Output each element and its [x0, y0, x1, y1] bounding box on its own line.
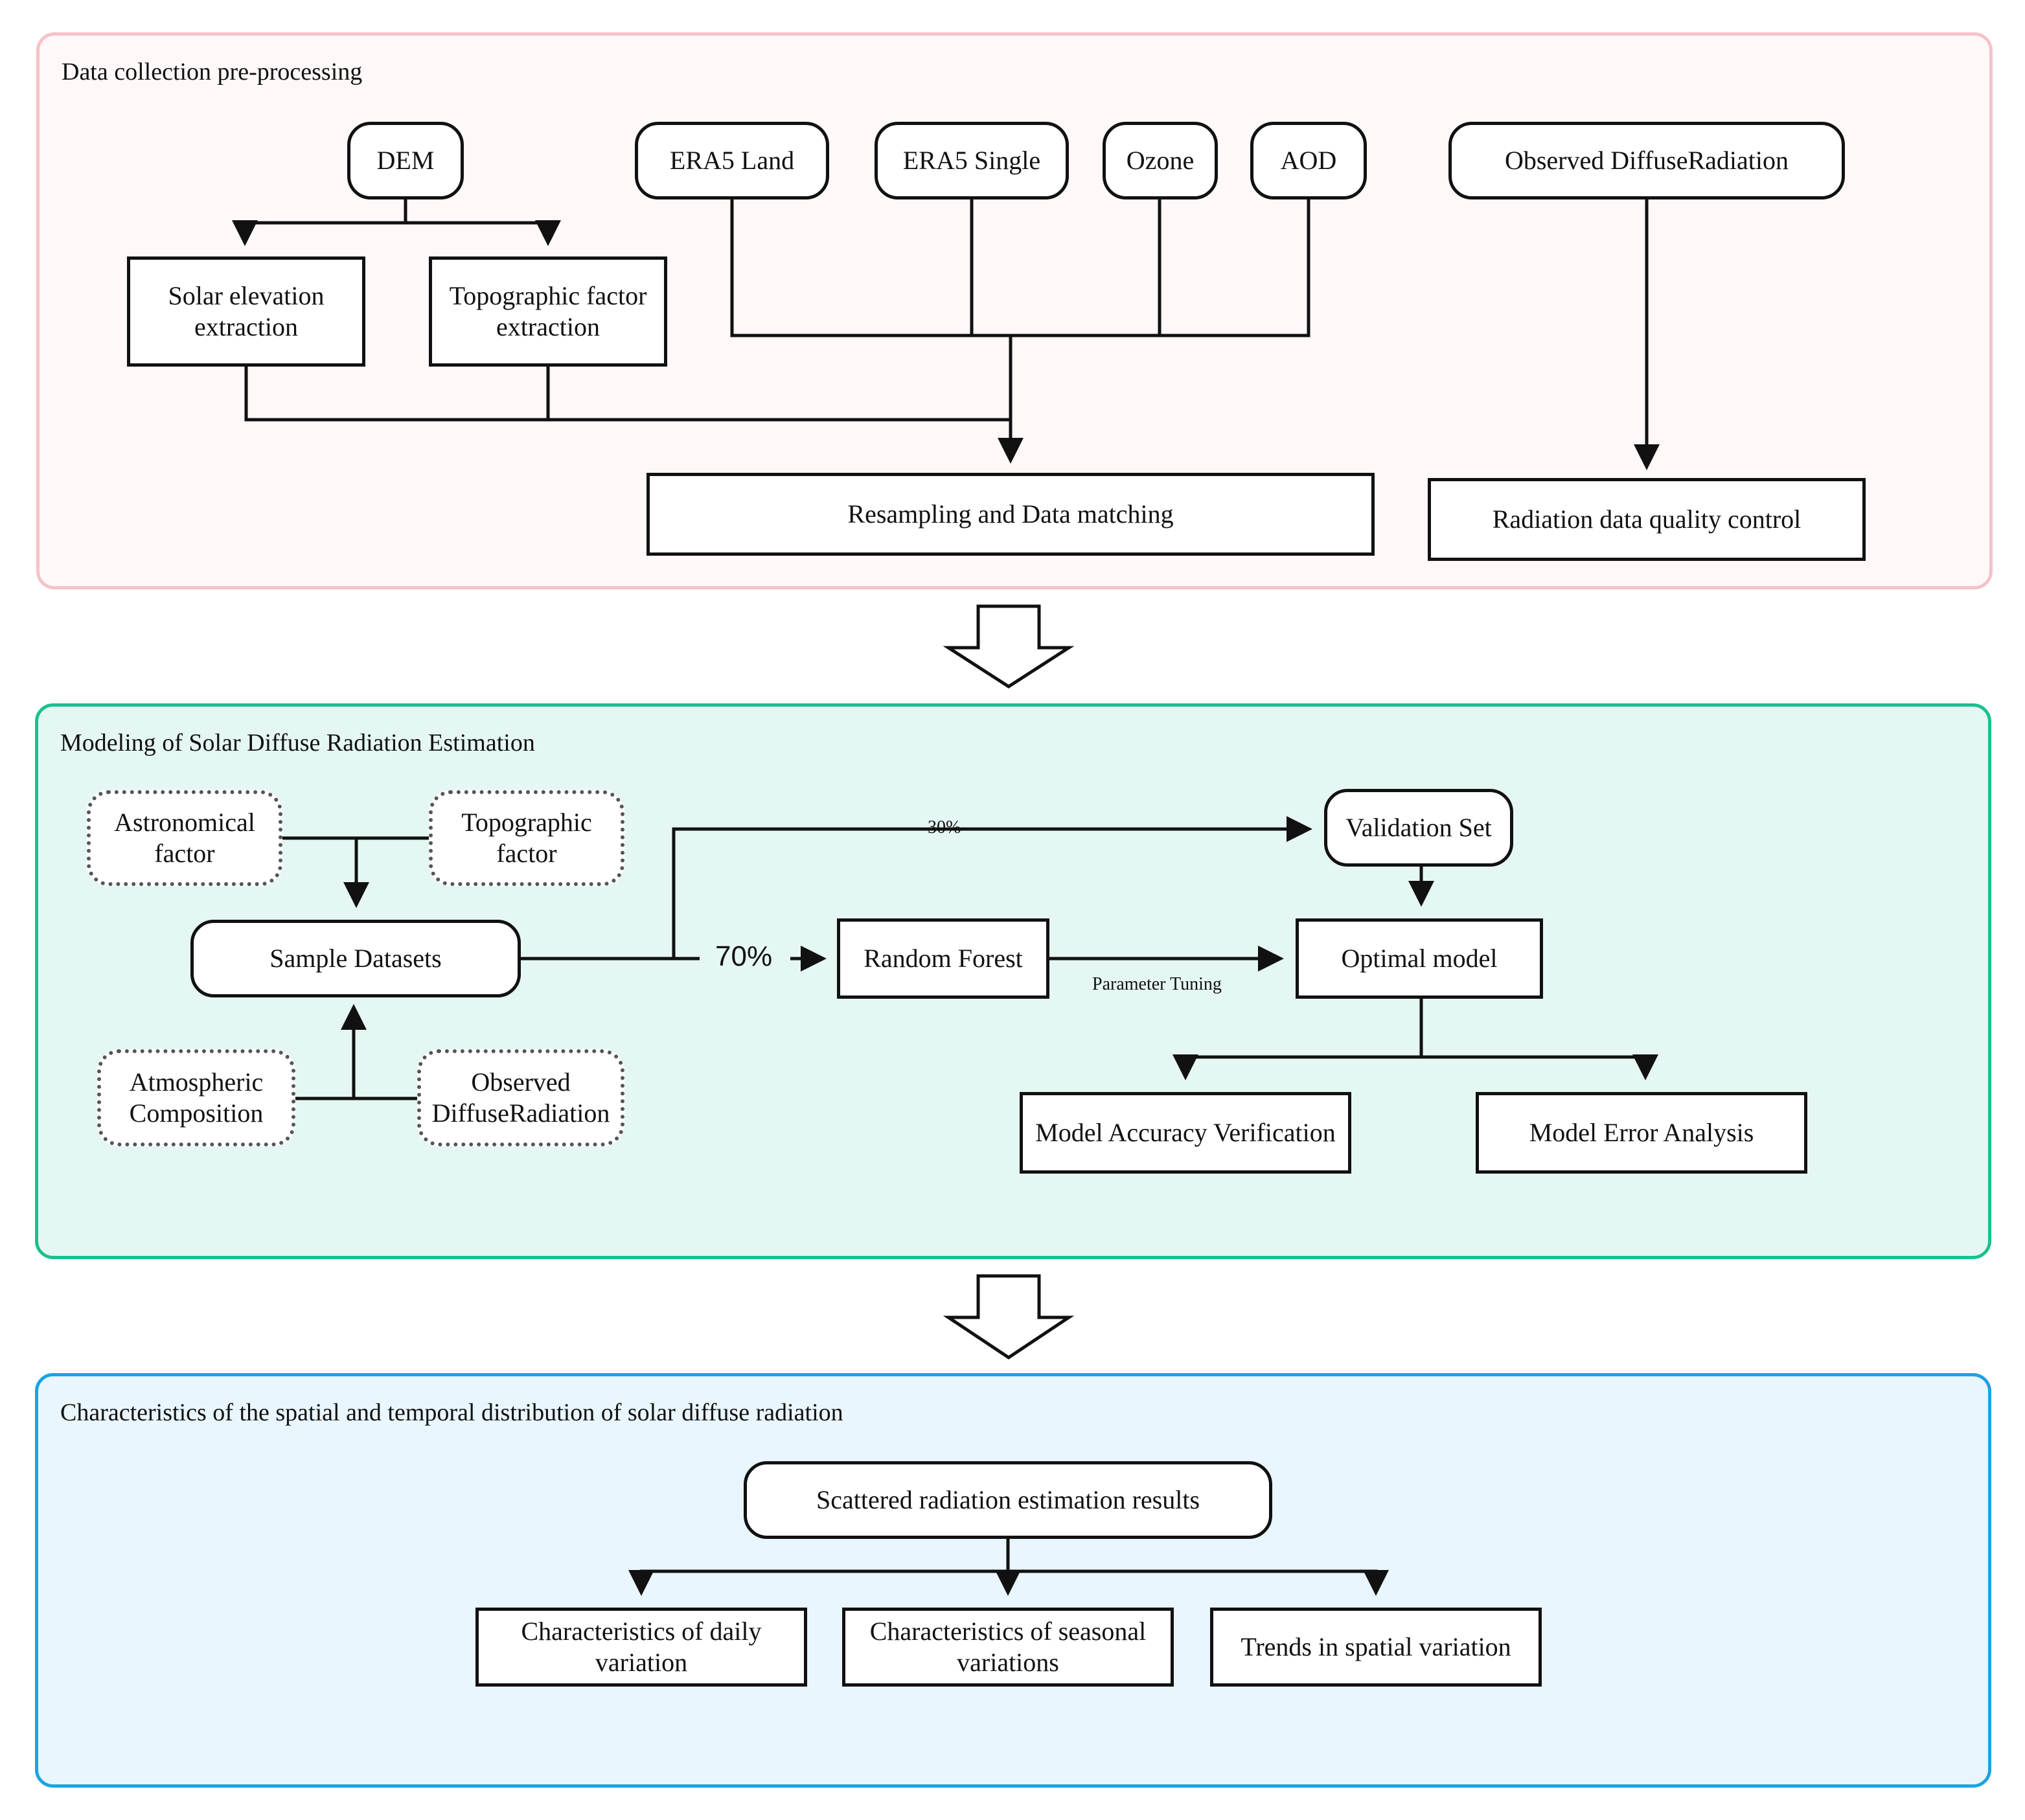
preprocessing-title: Data collection pre-processing [62, 58, 363, 85]
resampling-node: Resampling and Data matching [646, 473, 1375, 556]
era5-single-node: ERA5 Single [875, 122, 1069, 199]
parameter-tuning-label: Parameter Tuning [1092, 974, 1222, 994]
scattered-radiation-results-node: Scattered radiation estimation results [744, 1461, 1272, 1539]
observed-diffuse-radiation-dotted-node: Observed DiffuseRadiation [417, 1049, 624, 1146]
quality-control-node: Radiation data quality control [1428, 478, 1866, 561]
solar-elevation-node: Solar elevation extraction [127, 256, 365, 367]
topographic-factor-node: Topographic factor extraction [429, 256, 667, 367]
optimal-model-node: Optimal model [1296, 918, 1543, 999]
atmospheric-composition-node: Atmospheric Composition [97, 1049, 295, 1146]
daily-variation-node: Characteristics of daily variation [475, 1608, 807, 1687]
modeling-title: Modeling of Solar Diffuse Radiation Esti… [60, 729, 535, 756]
spatial-variation-node: Trends in spatial variation [1210, 1608, 1542, 1687]
seasonal-variation-node: Characteristics of seasonal variations [842, 1608, 1174, 1687]
random-forest-node: Random Forest [837, 918, 1049, 999]
astronomical-factor-node: Astronomical factor [87, 790, 282, 886]
ozone-node: Ozone [1103, 122, 1218, 199]
observed-diffuse-radiation-node: Observed DiffuseRadiation [1448, 122, 1845, 199]
sample-datasets-node: Sample Datasets [190, 920, 521, 997]
validation-set-node: Validation Set [1324, 789, 1513, 867]
model-error-analysis-node: Model Error Analysis [1476, 1092, 1807, 1174]
topographic-factor-dotted-node: Topographic factor [429, 790, 624, 886]
distribution-title: Characteristics of the spatial and tempo… [60, 1399, 843, 1426]
split-30-label: 30% [928, 817, 961, 837]
era5-land-node: ERA5 Land [635, 122, 829, 199]
dem-node: DEM [347, 122, 464, 199]
distribution-panel: Characteristics of the spatial and tempo… [35, 1373, 1991, 1788]
model-accuracy-node: Model Accuracy Verification [1020, 1092, 1351, 1174]
split-70-label: 70% [715, 940, 773, 972]
aod-node: AOD [1250, 122, 1367, 199]
